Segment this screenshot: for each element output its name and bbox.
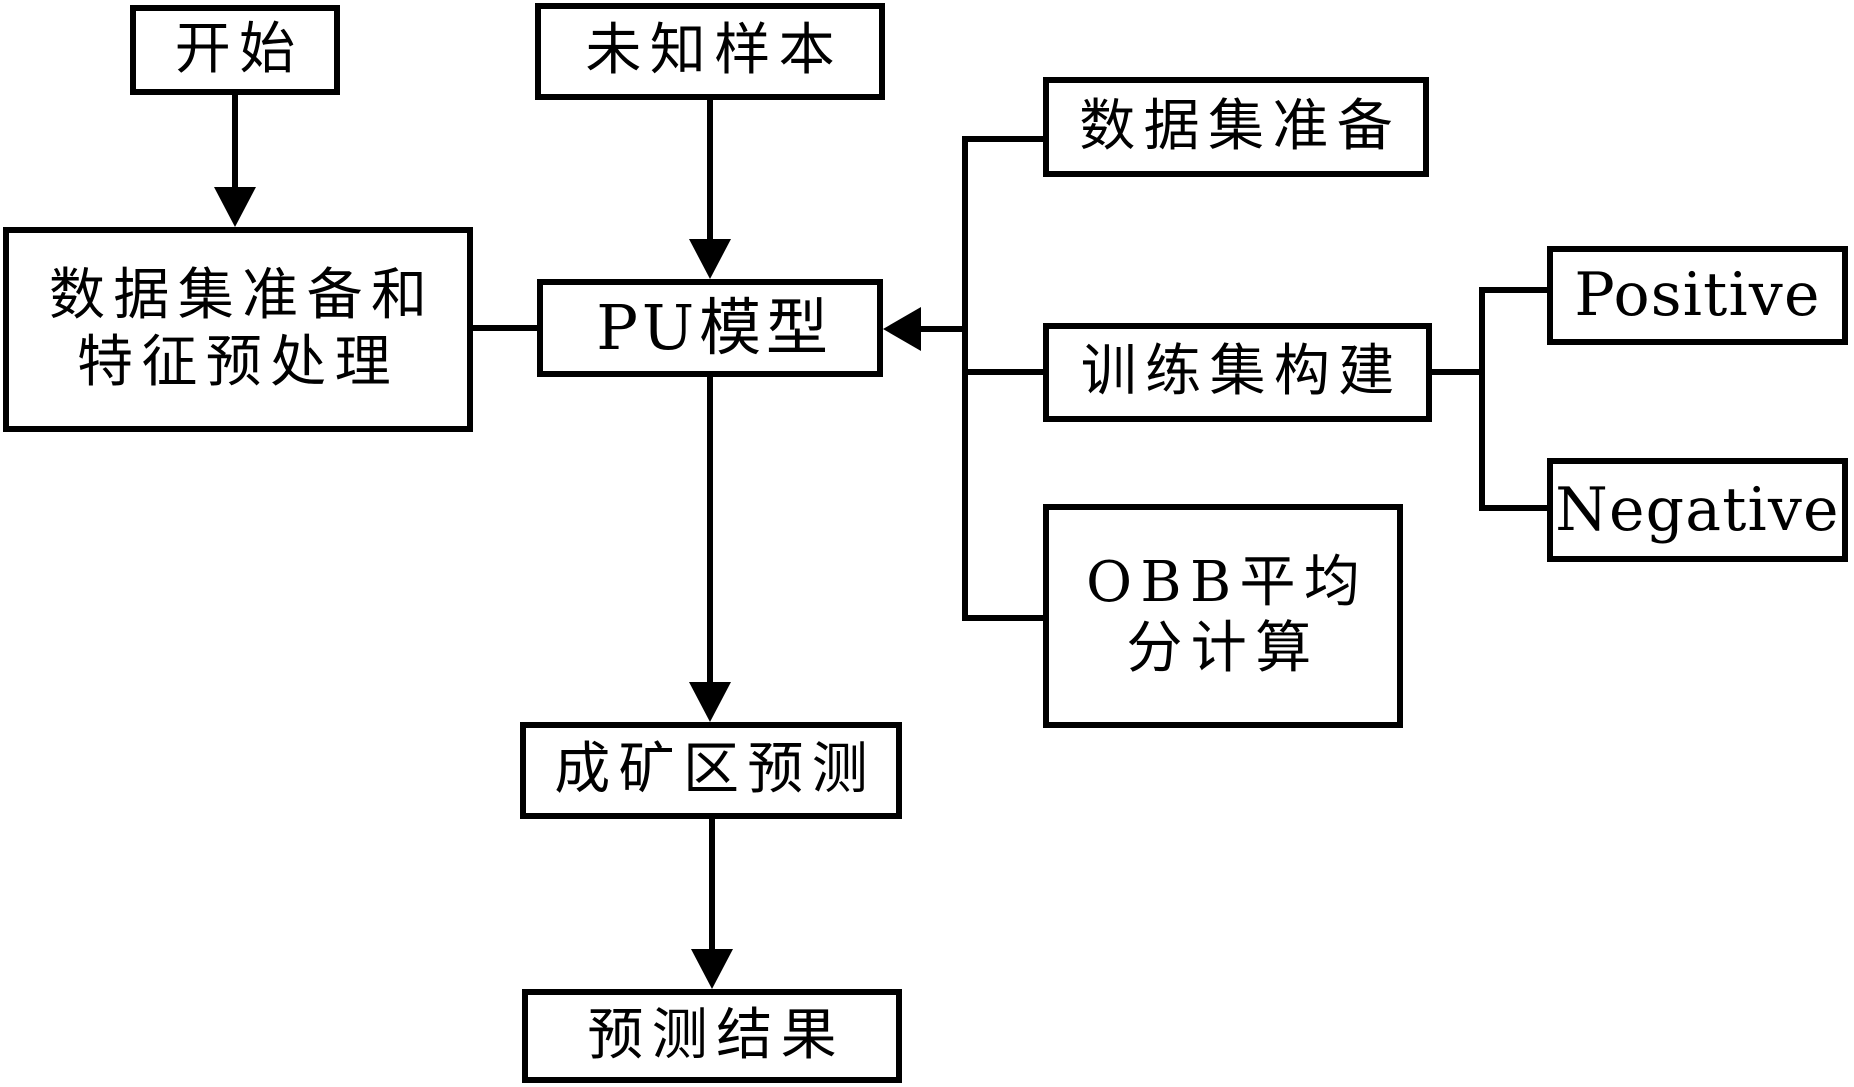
node-ore-area-prediction-label: 成矿区预测 [554,737,877,803]
node-start: 开始 [130,5,340,95]
connector-area-to-result [709,819,715,953]
node-dataset-prep-label: 数据集准备 [1079,93,1402,159]
arrowhead-down-into-area-icon [689,682,731,722]
node-negative-label: Negative [1555,474,1840,545]
node-prediction-result: 预测结果 [522,989,902,1083]
node-training-set-build-label: 训练集构建 [1080,339,1403,405]
node-unknown-sample-label: 未知样本 [585,18,843,84]
node-dataset-prep-feature-label: 数据集准备和 特征预处理 [48,263,436,395]
connector-start-to-prep [232,95,238,191]
node-dataset-prep-feature: 数据集准备和 特征预处理 [3,227,473,432]
node-positive-label: Positive [1574,260,1821,331]
node-ore-area-prediction: 成矿区预测 [520,722,902,819]
connector-branch-to-negative [1479,505,1549,511]
connector-trunk-to-obb [962,615,1045,621]
arrowhead-left-into-pu-icon [883,307,921,351]
node-pu-model-label: PU模型 [596,291,834,365]
connector-training-to-branch [1432,369,1485,375]
connector-branch-vertical [1479,287,1485,511]
connector-unknown-to-pu [707,100,713,243]
connector-right-trunk [962,136,968,621]
connector-branch-to-positive [1479,287,1549,293]
connector-trunk-to-training-set [962,369,1045,375]
arrowhead-down-into-prep-icon [214,187,256,227]
node-positive: Positive [1547,246,1848,345]
arrowhead-down-into-pu-icon [689,239,731,279]
node-unknown-sample: 未知样本 [535,3,885,100]
arrowhead-down-into-result-icon [691,949,733,989]
connector-pu-to-area [707,377,713,686]
node-dataset-prep: 数据集准备 [1043,77,1429,177]
node-training-set-build: 训练集构建 [1043,323,1432,422]
node-negative: Negative [1547,458,1848,562]
node-pu-model: PU模型 [537,279,883,377]
node-start-label: 开始 [174,16,304,82]
node-prediction-result-label: 预测结果 [587,1002,845,1068]
node-obb-avg-score: OBB平均 分计算 [1043,504,1403,728]
connector-trunk-to-dataset-prep [962,136,1045,142]
connector-trunk-arrow-line [918,326,965,332]
node-obb-avg-score-label: OBB平均 分计算 [1086,549,1369,681]
connector-prep-to-pu [473,325,537,331]
